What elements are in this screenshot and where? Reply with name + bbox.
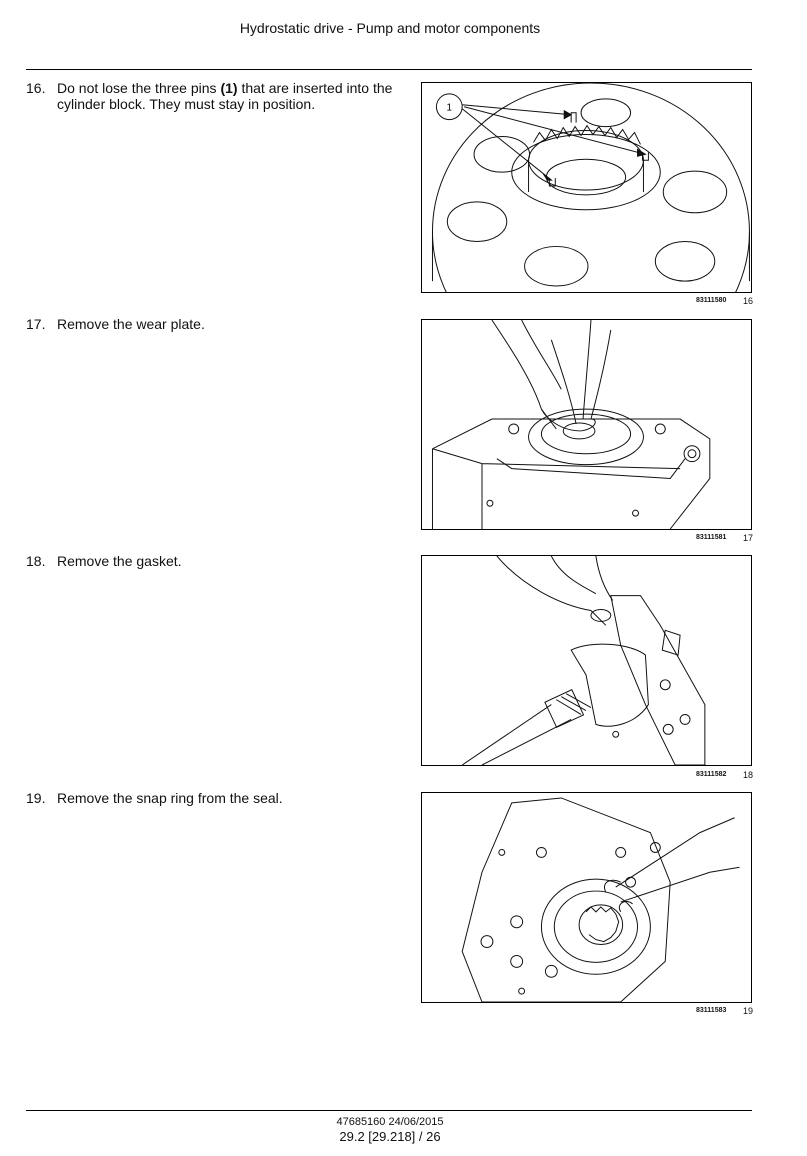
page-header: Hydrostatic drive - Pump and motor compo… (239, 20, 541, 36)
step-number: 17. (26, 316, 46, 332)
header-rule (26, 69, 752, 70)
wear-plate-illustration (431, 320, 711, 529)
snap-ring-illustration (461, 797, 740, 1002)
figure-code: 83111581 (696, 534, 727, 541)
figure-17-wear-plate (421, 319, 752, 530)
figure-code: 83111582 (696, 771, 727, 778)
figure-19-snap-ring (421, 792, 752, 1003)
step-text: Remove the wear plate. (57, 316, 205, 332)
cylinder-block-illustration: 1 (431, 83, 750, 292)
figure-number: 18 (743, 770, 754, 780)
step-number: 19. (26, 790, 46, 806)
step-text: Do not lose the three pins (1) that are … (57, 80, 393, 112)
figure-number: 17 (743, 533, 754, 543)
footer-doc-id: 47685160 24/06/2015 (336, 1116, 444, 1128)
figure-18-gasket (421, 555, 752, 766)
figure-code: 83111583 (696, 1007, 727, 1014)
footer-rule (26, 1110, 752, 1111)
figure-16-cylinder-block: 1 (421, 82, 752, 293)
figure-number: 16 (743, 296, 754, 306)
step-number: 16. (26, 80, 46, 96)
figure-code: 83111580 (696, 297, 727, 304)
figure-number: 19 (743, 1006, 754, 1016)
step-text: Remove the snap ring from the seal. (57, 790, 283, 806)
gasket-illustration (461, 556, 706, 765)
step-text: Remove the gasket. (57, 553, 182, 569)
callout-1-label: 1 (447, 103, 453, 114)
footer-page-number: 29.2 [29.218] / 26 (339, 1129, 441, 1144)
step-number: 18. (26, 553, 46, 569)
